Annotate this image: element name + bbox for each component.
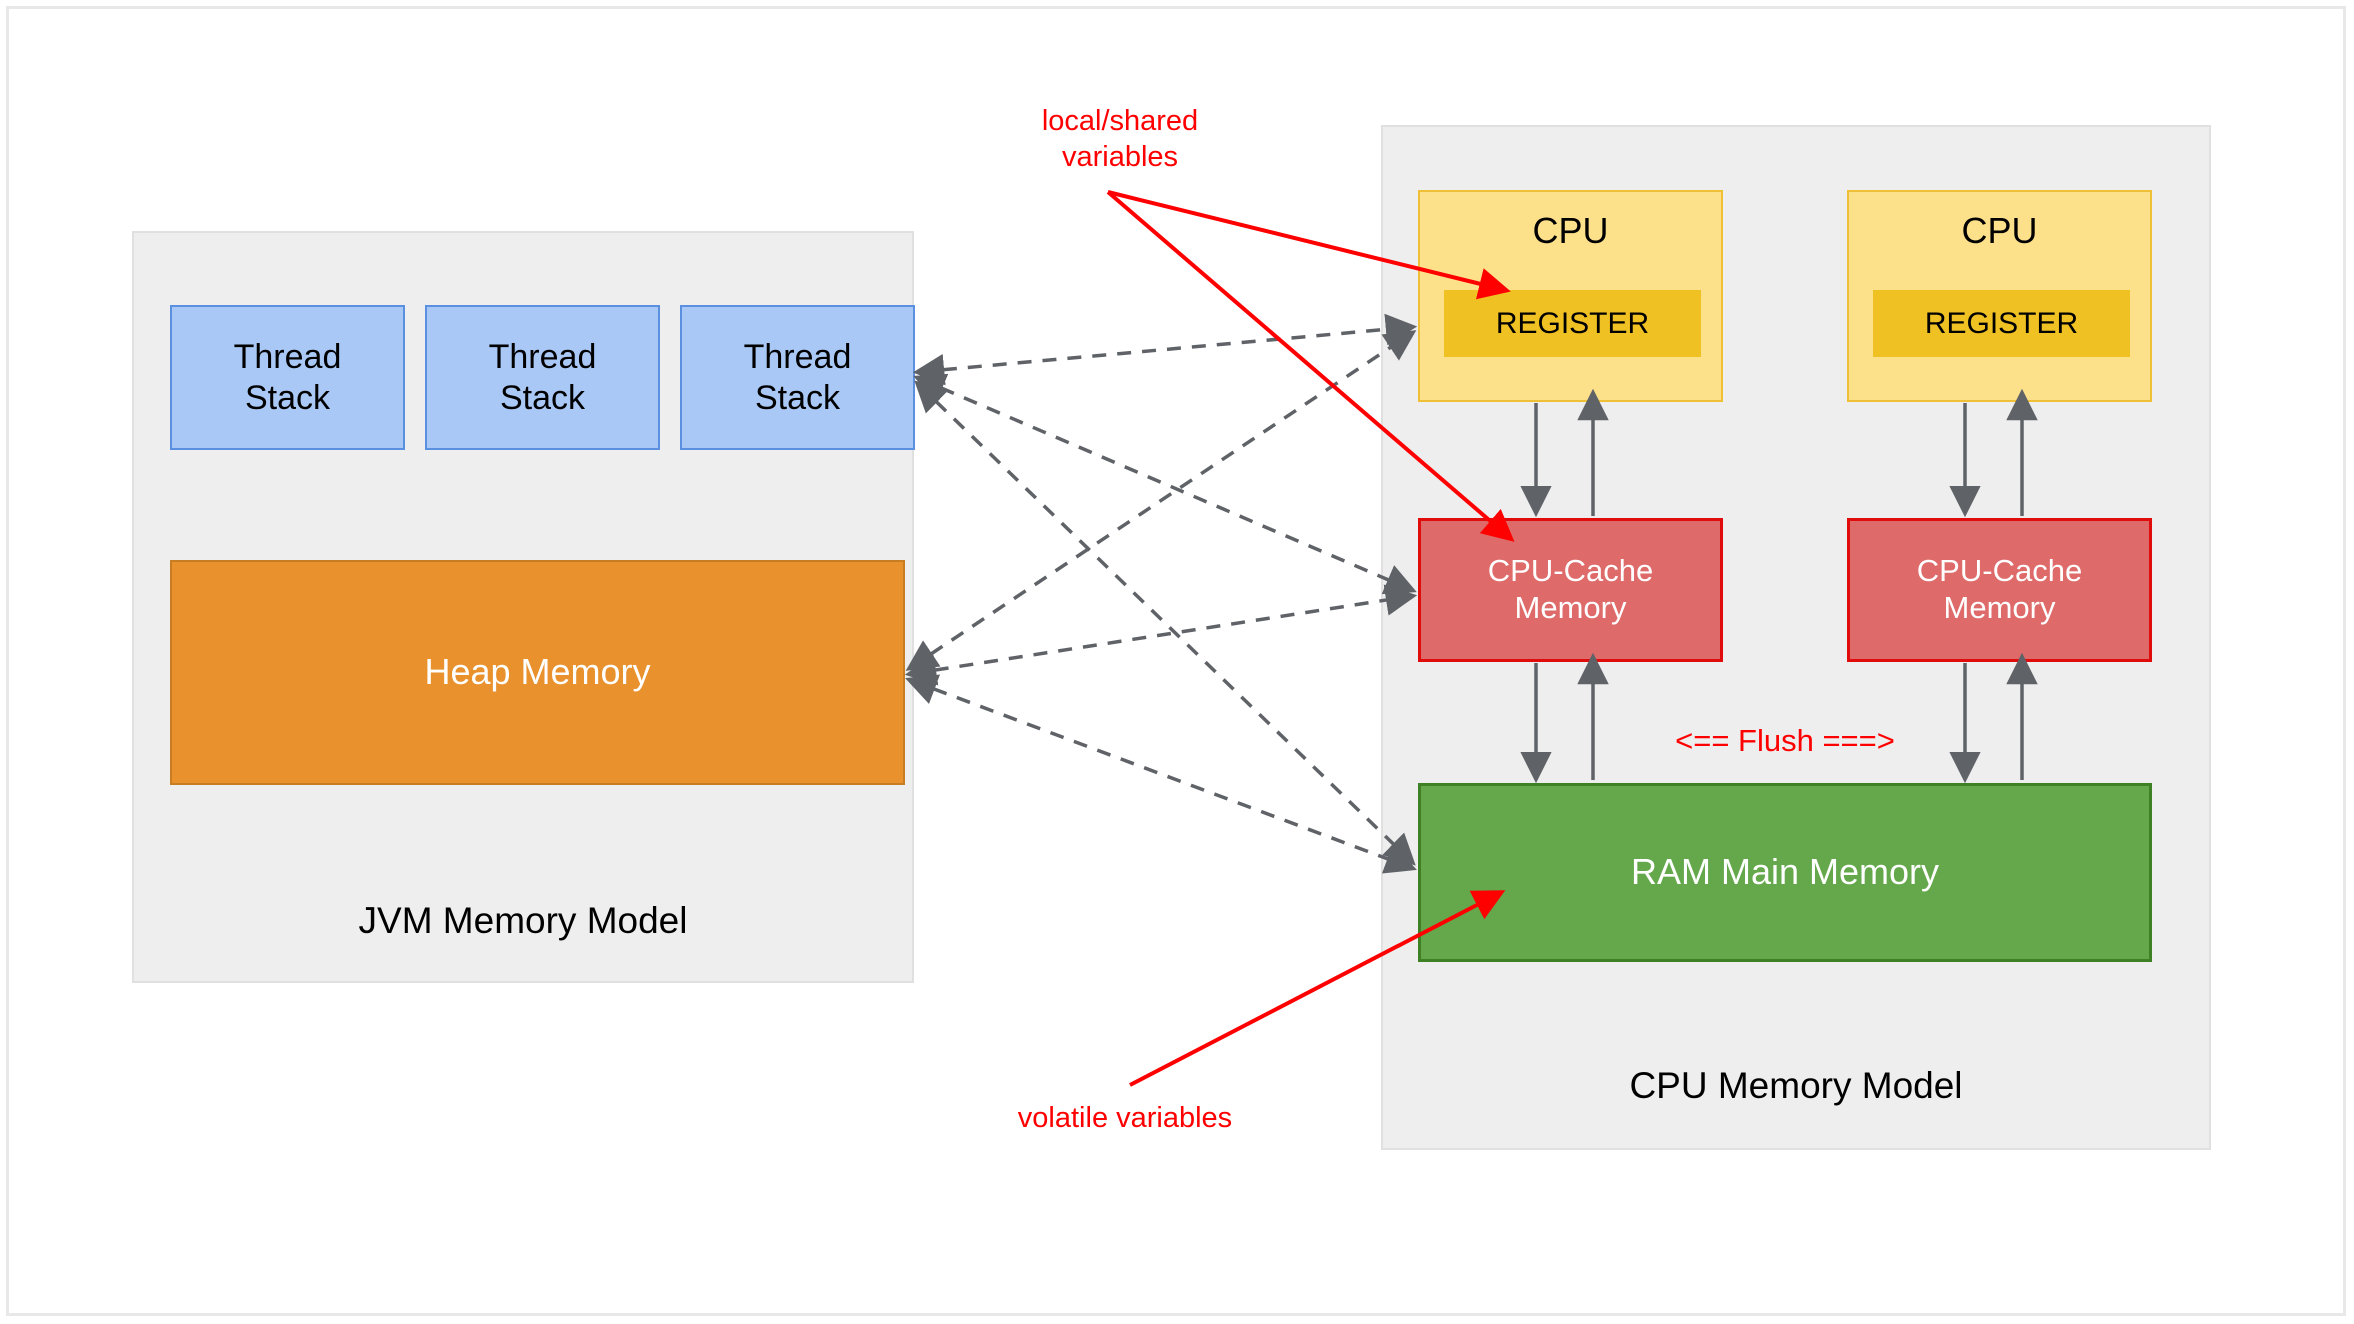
register-label-2: REGISTER <box>1924 306 2079 340</box>
local-shared-variables-annotation: local/shared variables <box>1041 105 1199 174</box>
thread-stack-label-2: Thread Stack <box>488 338 597 417</box>
thread-stack-box-1[interactable]: Thread Stack <box>170 305 405 450</box>
outer-frame <box>6 6 2346 1316</box>
register-box-2[interactable]: REGISTER <box>1873 290 2130 357</box>
cpu-cache-label-2: CPU-Cache Memory <box>1916 553 2083 625</box>
cpu-box-1[interactable]: CPU REGISTER <box>1418 190 1723 402</box>
cpu-cache-label-1: CPU-Cache Memory <box>1487 553 1654 625</box>
cpu-label-1: CPU <box>1532 210 1609 251</box>
ram-main-memory-label: RAM Main Memory <box>1630 851 1940 893</box>
cpu-cache-box-2[interactable]: CPU-Cache Memory <box>1847 518 2152 662</box>
ram-main-memory-box[interactable]: RAM Main Memory <box>1418 783 2152 962</box>
cpu-label-2: CPU <box>1961 210 2038 251</box>
jvm-panel-title: JVM Memory Model <box>358 900 688 941</box>
register-box-1[interactable]: REGISTER <box>1444 290 1701 357</box>
thread-stack-label-3: Thread Stack <box>743 338 852 417</box>
flush-annotation: <== Flush ===> <box>1675 723 1895 758</box>
register-label-1: REGISTER <box>1495 306 1650 340</box>
thread-stack-label-1: Thread Stack <box>233 338 342 417</box>
cpu-box-2[interactable]: CPU REGISTER <box>1847 190 2152 402</box>
heap-memory-label: Heap Memory <box>424 651 651 693</box>
cpu-panel-title: CPU Memory Model <box>1629 1065 1963 1106</box>
thread-stack-box-3[interactable]: Thread Stack <box>680 305 915 450</box>
cpu-cache-box-1[interactable]: CPU-Cache Memory <box>1418 518 1723 662</box>
thread-stack-box-2[interactable]: Thread Stack <box>425 305 660 450</box>
heap-memory-box[interactable]: Heap Memory <box>170 560 905 785</box>
volatile-variables-annotation: volatile variables <box>1017 1102 1233 1134</box>
